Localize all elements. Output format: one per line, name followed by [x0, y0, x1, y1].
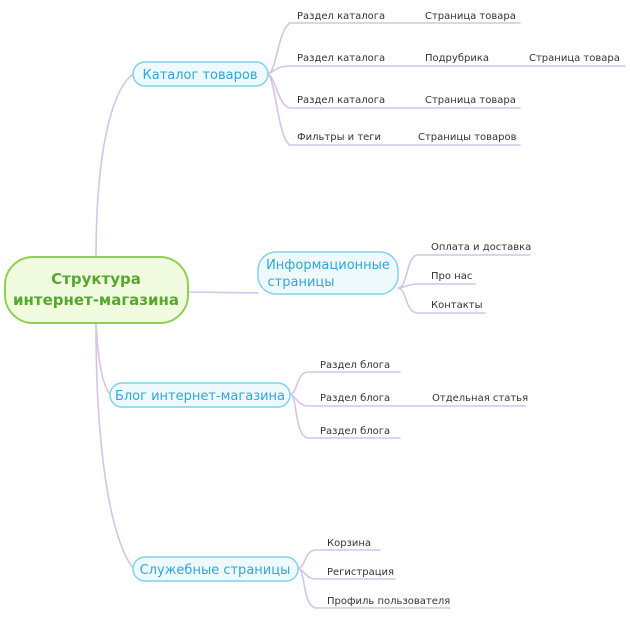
- leaf-catalog-section[interactable]: Раздел каталога: [297, 95, 385, 106]
- leaf-product-pages[interactable]: Страницы товаров: [418, 132, 517, 143]
- blog-leaves: Раздел блога Раздел блога Отдельная стат…: [320, 360, 528, 437]
- leaf-cart[interactable]: Корзина: [327, 538, 371, 549]
- branch-info-box: [257, 251, 399, 295]
- root-line-1: Структура: [51, 270, 141, 288]
- leaf-registration[interactable]: Регистрация: [327, 567, 394, 578]
- branch-blog-box: [109, 382, 291, 408]
- root-node[interactable]: Структура интернет-магазина: [4, 256, 189, 324]
- leaf-blog-section[interactable]: Раздел блога: [320, 393, 390, 404]
- branch-catalog-label: Каталог товаров: [143, 68, 258, 83]
- branch-info[interactable]: Информационные страницы: [257, 251, 399, 295]
- connector-catalog: [267, 22, 626, 146]
- connector-service: [297, 549, 451, 609]
- leaf-product-page[interactable]: Страница товара: [425, 11, 516, 22]
- branch-service-box: [132, 556, 299, 582]
- branch-info-line-2: страницы: [268, 275, 335, 290]
- leaf-filters-tags[interactable]: Фильтры и теги: [297, 132, 381, 143]
- root-node-box: [4, 256, 189, 324]
- branch-service[interactable]: Служебные страницы: [132, 556, 299, 582]
- leaf-about[interactable]: Про нас: [431, 271, 472, 282]
- root-line-2: интернет-магазина: [13, 291, 179, 309]
- leaf-user-profile[interactable]: Профиль пользователя: [327, 596, 450, 607]
- branch-blog[interactable]: Блог интернет-магазина: [109, 382, 291, 408]
- service-leaves: Корзина Регистрация Профиль пользователя: [327, 538, 450, 607]
- leaf-product-page[interactable]: Страница товара: [529, 53, 620, 64]
- info-leaves: Оплата и доставка Про нас Контакты: [431, 242, 531, 311]
- leaf-blog-section[interactable]: Раздел блога: [320, 360, 390, 371]
- branch-catalog[interactable]: Каталог товаров: [132, 61, 269, 87]
- connectors: [95, 22, 626, 609]
- connector-root-spine: [95, 73, 259, 569]
- branch-info-line-1: Информационные: [266, 258, 390, 273]
- branch-blog-label: Блог интернет-магазина: [115, 389, 285, 404]
- leaf-product-page[interactable]: Страница товара: [425, 95, 516, 106]
- leaf-catalog-section[interactable]: Раздел каталога: [297, 11, 385, 22]
- connector-blog: [289, 371, 526, 439]
- leaf-subcategory[interactable]: Подрубрика: [425, 53, 489, 64]
- catalog-leaves: Раздел каталога Страница товара Раздел к…: [297, 11, 620, 143]
- leaf-contacts[interactable]: Контакты: [431, 300, 482, 311]
- leaf-payment-delivery[interactable]: Оплата и доставка: [431, 242, 531, 253]
- leaf-catalog-section[interactable]: Раздел каталога: [297, 53, 385, 64]
- leaf-blog-section[interactable]: Раздел блога: [320, 426, 390, 437]
- branch-catalog-box: [132, 61, 269, 87]
- connector-info: [397, 254, 531, 314]
- branch-service-label: Служебные страницы: [140, 563, 291, 578]
- leaf-article[interactable]: Отдельная статья: [432, 393, 528, 404]
